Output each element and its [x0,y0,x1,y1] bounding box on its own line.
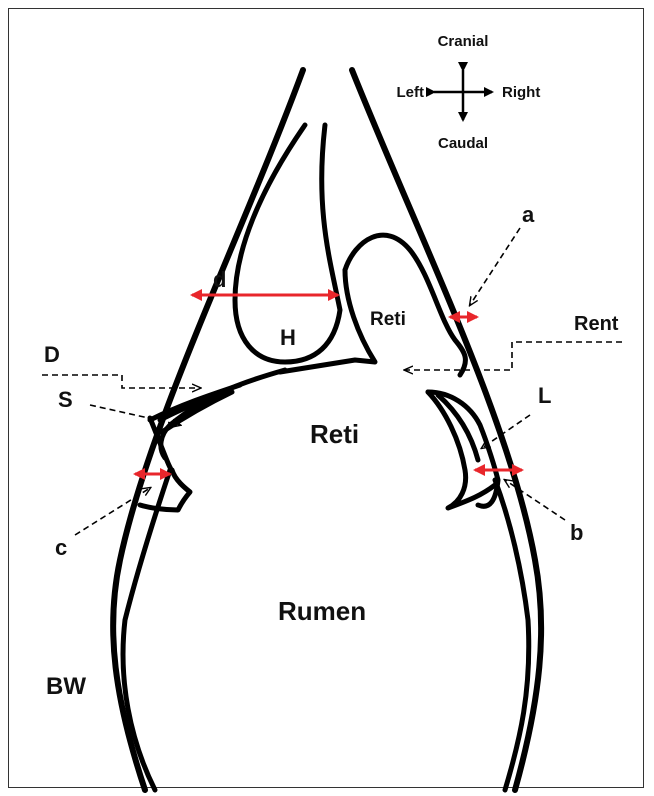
left-inner-lining [123,385,240,790]
label-b: b [570,520,583,545]
label-reti-large: Reti [310,419,359,449]
label-d: d [213,267,226,292]
reticulum-lobe [280,235,465,375]
label-D: D [44,342,60,367]
label-reti-small: Reti [370,309,406,330]
compass-right: Right [502,84,540,101]
label-rumen: Rumen [278,596,366,626]
leader-c [75,488,150,535]
label-c: c [55,535,67,560]
compass-icon [434,70,492,120]
leader-Rent [405,342,622,370]
label-L: L [538,383,551,408]
label-S: S [58,387,73,412]
leader-a [470,228,520,305]
label-a: a [522,202,535,227]
label-bw: BW [46,673,86,700]
label-H: H [280,325,296,350]
compass-left: Left [397,84,425,101]
compass-cranial: Cranial [438,33,489,50]
compass-caudal: Caudal [438,135,488,152]
leader-b [505,480,565,520]
right-fold [428,392,498,508]
label-rent: Rent [574,313,619,335]
